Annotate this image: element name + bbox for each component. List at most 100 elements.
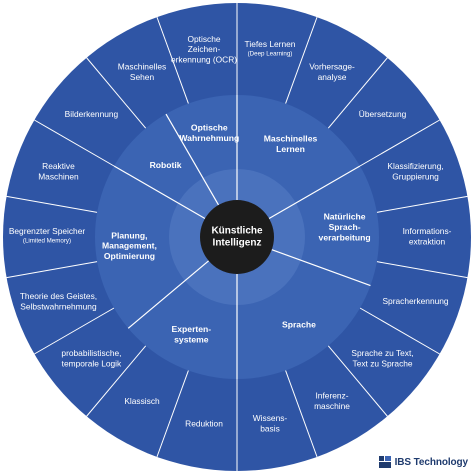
segment-label-inferenzmaschine-line: Inferenz- <box>315 391 348 401</box>
segment-label-probabilistische-logik: probabilistische,temporale Logik <box>61 348 122 368</box>
category-divider <box>268 165 361 220</box>
category-label-natuerliche-sprachverarbeitung-line: Sprach- <box>329 222 361 232</box>
segment-label-vorhersageanalyse: Vorhersage-analyse <box>309 62 355 82</box>
segment-label-theorie-des-geistes-line: Theorie des Geistes, <box>20 291 97 301</box>
segment-label-informationsextraktion: Informations-extraktion <box>403 226 452 246</box>
segment-divider <box>156 16 189 104</box>
category-label-expertensysteme-line: Experten- <box>172 324 212 334</box>
segment-label-wissensbasis: Wissens-basis <box>253 413 288 433</box>
segment-divider <box>86 345 147 417</box>
segment-divider <box>156 370 189 458</box>
segment-label-begrenzter-speicher-line: Begrenzter Speicher <box>9 226 86 236</box>
segment-divider <box>359 307 440 355</box>
segment-label-maschinelles-sehen-line: Maschinelles <box>118 62 166 72</box>
brand-logo: IBS Technology <box>378 455 469 469</box>
category-label-natuerliche-sprachverarbeitung-line: verarbeitung <box>319 232 371 242</box>
segment-label-tiefes-lernen-subtitle: (Deep Learning) <box>248 51 293 58</box>
segment-label-vorhersageanalyse-line: Vorhersage- <box>309 62 355 72</box>
category-label-sprache-line: Sprache <box>282 320 316 330</box>
segment-label-reaktive-maschinen-line: Reaktive <box>42 161 75 171</box>
category-label-robotik-line: Robotik <box>150 160 182 170</box>
segment-label-uebersetzung-line: Übersetzung <box>359 109 407 119</box>
segment-label-begrenzter-speicher: Begrenzter Speicher (Limited Memory) <box>9 226 86 245</box>
segment-label-klassifizierung: Klassifizierung,Gruppierung <box>387 161 443 181</box>
category-divider <box>113 165 206 220</box>
category-label-planung-line: Planung, <box>111 230 147 240</box>
segment-divider <box>359 119 440 167</box>
segment-label-theorie-des-geistes: Theorie des Geistes,Selbstwahrnehmung <box>20 291 97 311</box>
segment-label-vorhersageanalyse-line: analyse <box>318 72 347 82</box>
segment-label-begrenzter-speicher-subtitle: (Limited Memory) <box>23 238 71 245</box>
segment-divider <box>376 195 468 213</box>
segment-label-ocr-line: erkennung (OCR) <box>171 54 237 64</box>
segment-divider <box>327 345 388 417</box>
segment-divider <box>285 370 318 458</box>
center-disc <box>200 200 274 274</box>
segment-label-uebersetzung: Übersetzung <box>359 109 407 119</box>
center-title-line: Künstliche <box>211 226 263 237</box>
segment-divider <box>327 57 388 129</box>
segment-label-tiefes-lernen: Tiefes Lernen (Deep Learning) <box>245 39 296 58</box>
category-label-natuerliche-sprachverarbeitung-line: Natürliche <box>324 211 366 221</box>
segment-divider <box>6 195 98 213</box>
category-dividers <box>113 95 371 379</box>
segment-label-reduktion: Reduktion <box>185 418 223 428</box>
category-label-optische-wahrnehmung-line: Wahrnehmung <box>179 133 239 143</box>
segment-label-tiefes-lernen-line: Tiefes Lernen <box>245 39 296 49</box>
segment-label-informationsextraktion-line: Informations- <box>403 226 452 236</box>
segment-label-probabilistische-logik-line: probabilistische, <box>61 348 121 358</box>
category-divider <box>271 249 371 287</box>
segment-label-inferenzmaschine-line: maschine <box>314 401 350 411</box>
segment-divider <box>376 261 468 279</box>
segment-divider <box>34 119 115 167</box>
segment-label-reaktive-maschinen-line: Maschinen <box>38 171 79 181</box>
category-label-maschinelles-lernen-line: Lernen <box>276 144 305 154</box>
category-label-planung-line: Optimierung <box>104 251 155 261</box>
segment-label-bilderkennung-line: Bilderkennung <box>65 109 119 119</box>
category-label-planung: Planung,Management,Optimierung <box>102 230 157 261</box>
segment-label-ocr-line: Optische <box>187 34 220 44</box>
segment-label-wissensbasis-line: Wissens- <box>253 413 288 423</box>
outer-dividers <box>6 3 468 471</box>
segment-label-informationsextraktion-line: extraktion <box>409 236 446 246</box>
segment-divider <box>86 57 147 129</box>
segment-label-sprache-zu-text-line: Sprache zu Text, <box>351 348 413 358</box>
ibs-logo-icon <box>378 456 391 468</box>
segment-label-theorie-des-geistes-line: Selbstwahrnehmung <box>20 301 97 311</box>
segment-label-wissensbasis-line: basis <box>260 423 280 433</box>
category-label-expertensysteme-line: systeme <box>174 334 209 344</box>
segment-divider <box>285 16 318 104</box>
category-label-expertensysteme: Experten-systeme <box>172 324 212 344</box>
segment-divider <box>34 307 115 355</box>
category-label-optische-wahrnehmung-line: Optische <box>191 123 228 133</box>
brand-name: IBS Technology <box>394 456 469 468</box>
segment-label-klassisch-line: Klassisch <box>124 396 160 406</box>
segment-label-bilderkennung: Bilderkennung <box>65 109 119 119</box>
segment-labels: Tiefes Lernen (Deep Learning) Vorhersage-a… <box>9 34 452 434</box>
segment-label-reduktion-line: Reduktion <box>185 418 223 428</box>
segment-label-klassifizierung-line: Klassifizierung, <box>387 161 443 171</box>
category-label-sprache: Sprache <box>282 320 316 330</box>
segment-label-ocr-line: Zeichen- <box>188 44 221 54</box>
segment-label-klassisch: Klassisch <box>124 396 160 406</box>
segment-label-klassifizierung-line: Gruppierung <box>392 171 439 181</box>
segment-label-sprache-zu-text-line: Text zu Sprache <box>353 358 413 368</box>
category-divider <box>127 260 210 329</box>
segment-label-probabilistische-logik-line: temporale Logik <box>62 358 122 368</box>
category-divider <box>165 113 220 206</box>
center-title-line: Intelligenz <box>213 238 262 249</box>
segment-label-spracherkennung-line: Spracherkennung <box>382 296 448 306</box>
segment-label-inferenzmaschine: Inferenz-maschine <box>314 391 350 411</box>
category-label-maschinelles-lernen-line: Maschinelles <box>264 133 318 143</box>
category-label-planung-line: Management, <box>102 241 157 251</box>
segment-divider <box>6 261 98 279</box>
